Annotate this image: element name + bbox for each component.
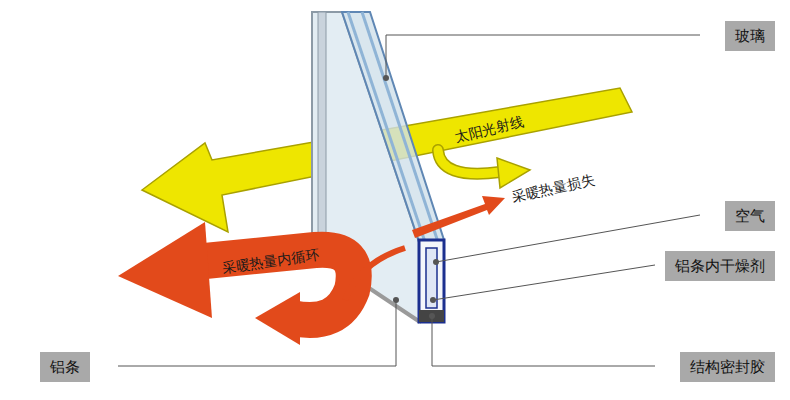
glass-edge [348,12,426,245]
leader-dot [383,75,389,81]
spacer-frame [419,240,444,322]
leader-dot [429,313,435,319]
label-box: 铝条 [40,352,90,382]
heat-loop-head [255,292,300,345]
heat-loop-head [118,222,212,318]
leader-line [436,215,700,262]
reflected-arrow-outline [438,150,500,174]
leader-lines [118,35,700,366]
label-box: 铝条内干燥剂 [665,251,775,281]
leader-line [433,265,655,300]
box-label: 空气 [735,207,765,225]
label-box: 结构密封胶 [680,352,775,382]
reflected-arrow [438,150,500,174]
leader-dot [430,297,436,303]
box-label: 铝条 [50,358,80,376]
glass-edge [318,12,326,248]
arrow-label: 采暖热量损失 [510,171,596,206]
box-label: 铝条内干燥剂 [675,257,765,275]
heat-swoosh [345,248,405,300]
glass-pane [342,12,444,322]
leader-dot [433,259,439,265]
leader-dot [393,297,399,303]
glass-edge [362,12,438,242]
leader-line [432,318,655,366]
label-box: 空气 [725,201,775,231]
leader-line [118,300,396,366]
box-label: 玻璃 [735,27,765,45]
reflected-arrow-head [497,158,530,188]
label-box: 玻璃 [725,21,775,51]
leader-line [386,35,700,76]
heat-loss-arrow [412,196,505,238]
leader-dots [383,75,439,319]
desiccant [426,248,437,308]
box-label: 结构密封胶 [690,358,765,376]
